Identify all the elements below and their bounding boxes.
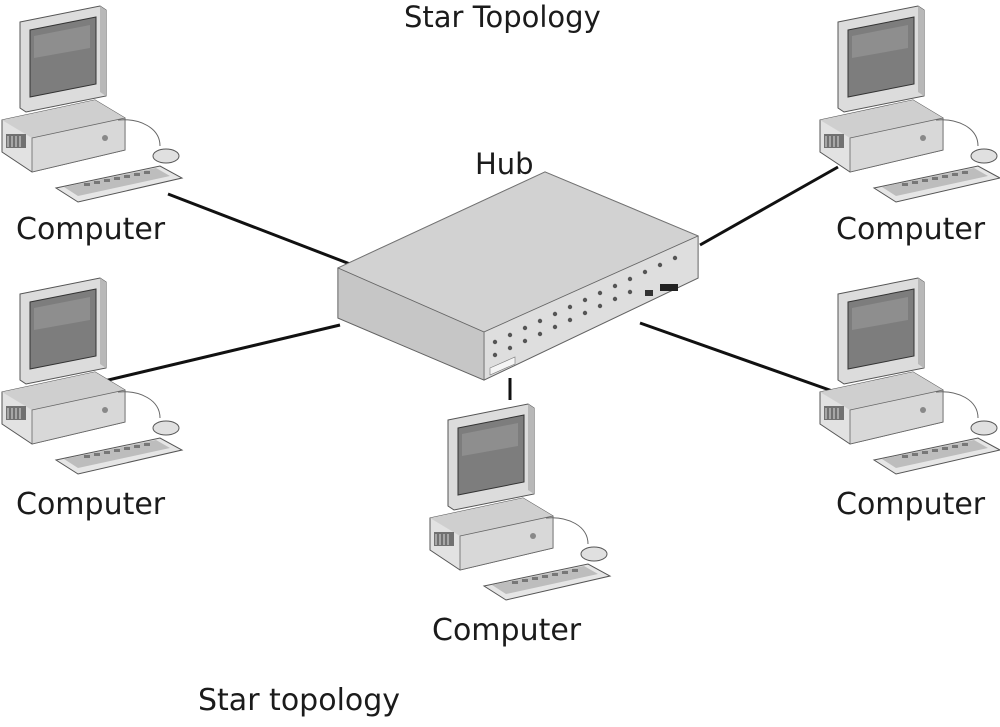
computer-top-right-icon: [819, 5, 1000, 203]
computer-bottom-center-icon: [429, 403, 611, 601]
computer-mid-right-icon: [819, 277, 1000, 475]
diagram-title: Star Topology: [404, 0, 601, 34]
caption: Star topology: [198, 683, 401, 718]
computer-label-top-right: Computer: [836, 212, 986, 247]
link-mid-left: [99, 323, 341, 384]
computer-label-mid-right: Computer: [836, 487, 986, 522]
computer-label-top-left: Computer: [16, 212, 166, 247]
computer-label-bottom-center: Computer: [432, 613, 582, 648]
connection-lines: [99, 165, 839, 400]
hub-device: [337, 171, 700, 381]
computer-mid-left-icon: [1, 277, 183, 475]
link-mid-right: [639, 321, 839, 395]
hub-label: Hub: [475, 147, 534, 181]
computer-top-left-icon: [1, 5, 183, 203]
computer-label-mid-left: Computer: [16, 487, 166, 522]
link-top-right: [699, 165, 839, 247]
link-top-left: [167, 192, 351, 266]
